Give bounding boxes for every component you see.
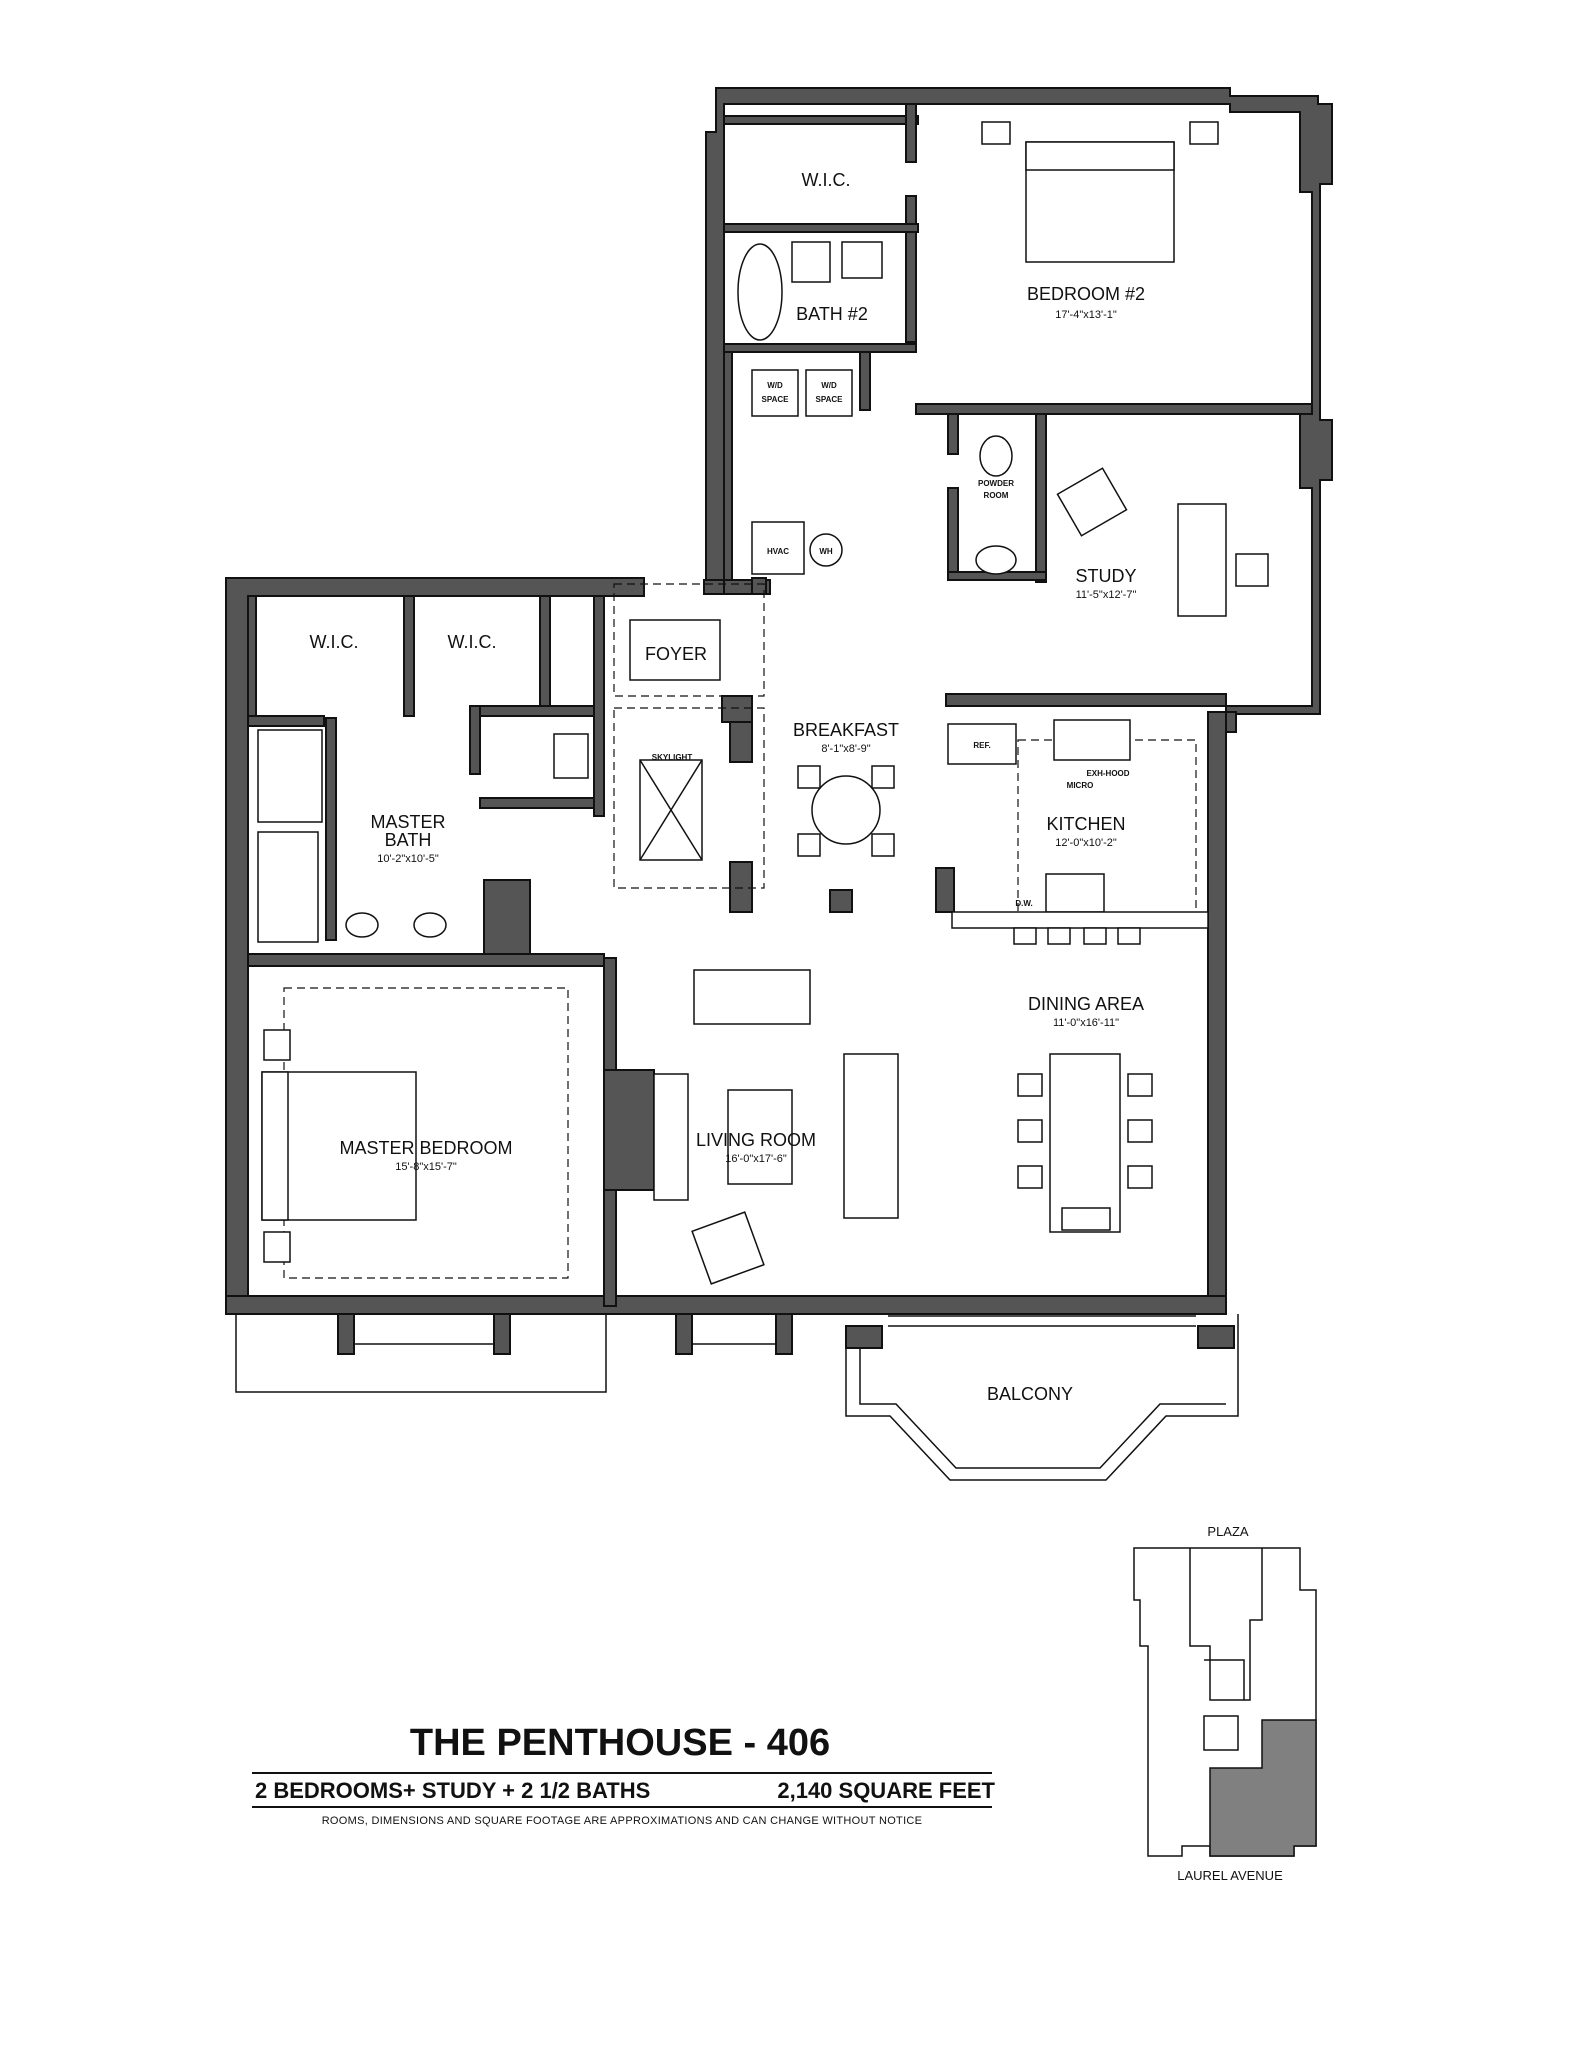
room-labels: W.I.C. BATH #2 BEDROOM #2 17'-4"x13'-1" … — [310, 170, 1146, 1404]
label-wd2-2: SPACE — [816, 395, 844, 404]
balcony-outline — [235, 1313, 1239, 1481]
disclaimer: ROOMS, DIMENSIONS AND SQUARE FOOTAGE ARE… — [321, 1815, 923, 1827]
label-wd1: W/D — [767, 381, 783, 390]
label-wic-left: W.I.C. — [310, 632, 359, 652]
key-plan-bottom-label: LAUREL AVENUE — [1177, 1868, 1283, 1883]
label-wd2: W/D — [821, 381, 837, 390]
label-dining: DINING AREA — [1028, 994, 1144, 1014]
title-rule — [252, 1772, 992, 1774]
label-bath2: BATH #2 — [796, 304, 868, 324]
label-wic-right: W.I.C. — [448, 632, 497, 652]
label-balcony: BALCONY — [987, 1384, 1073, 1404]
label-wh: WH — [819, 547, 833, 556]
label-kitchen: KITCHEN — [1046, 814, 1125, 834]
label-study: STUDY — [1075, 566, 1136, 586]
dims-living: 16'-0"x17'-6" — [725, 1153, 787, 1165]
label-dw: D.W. — [1015, 899, 1032, 908]
label-wd1-2: SPACE — [762, 395, 790, 404]
label-hvac: HVAC — [767, 547, 789, 556]
label-master-bedroom: MASTER BEDROOM — [339, 1138, 512, 1158]
summary-area: 2,140 SQUARE FEET — [777, 1778, 995, 1803]
label-master-bath-2: BATH — [385, 830, 432, 850]
plan-title: THE PENTHOUSE - 406 — [409, 1722, 831, 1764]
summary-row: 2 BEDROOMS+ STUDY + 2 1/2 BATHS 2,140 SQ… — [255, 1778, 995, 1804]
label-exh-2: MICRO — [1067, 781, 1094, 790]
dims-master-bath: 10'-2"x10'-5" — [377, 853, 439, 865]
interior-walls — [247, 103, 1313, 1191]
label-wic-top: W.I.C. — [802, 170, 851, 190]
label-master-bath: MASTER — [370, 812, 445, 832]
dims-dining: 11'-0"x16'-11" — [1053, 1017, 1119, 1029]
label-bedroom2: BEDROOM #2 — [1027, 284, 1145, 304]
dims-study: 11'-5"x12'-7" — [1076, 589, 1137, 601]
label-powder: POWDER — [978, 479, 1014, 488]
dims-breakfast: 8'-1"x8'-9" — [821, 743, 870, 755]
dims-bedroom2: 17'-4"x13'-1" — [1055, 309, 1117, 321]
label-powder-2: ROOM — [984, 491, 1009, 500]
furniture — [257, 121, 1269, 1285]
summary-rule — [252, 1806, 992, 1808]
summary-rooms: 2 BEDROOMS+ STUDY + 2 1/2 BATHS — [255, 1778, 651, 1803]
label-foyer: FOYER — [645, 644, 707, 664]
key-plan: PLAZA LAUREL AVENUE — [1133, 1524, 1317, 1883]
dims-master-bedroom: 15'-8"x15'-7" — [395, 1161, 457, 1173]
label-skylight: SKYLIGHT — [652, 753, 693, 762]
label-breakfast: BREAKFAST — [793, 720, 899, 740]
key-plan-top-label: PLAZA — [1207, 1524, 1249, 1539]
label-exh: EXH-HOOD — [1086, 769, 1129, 778]
label-living: LIVING ROOM — [696, 1130, 816, 1150]
foyer-area — [613, 583, 765, 889]
label-ref: REF. — [973, 741, 990, 750]
dims-kitchen: 12'-0"x10'-2" — [1055, 837, 1117, 849]
